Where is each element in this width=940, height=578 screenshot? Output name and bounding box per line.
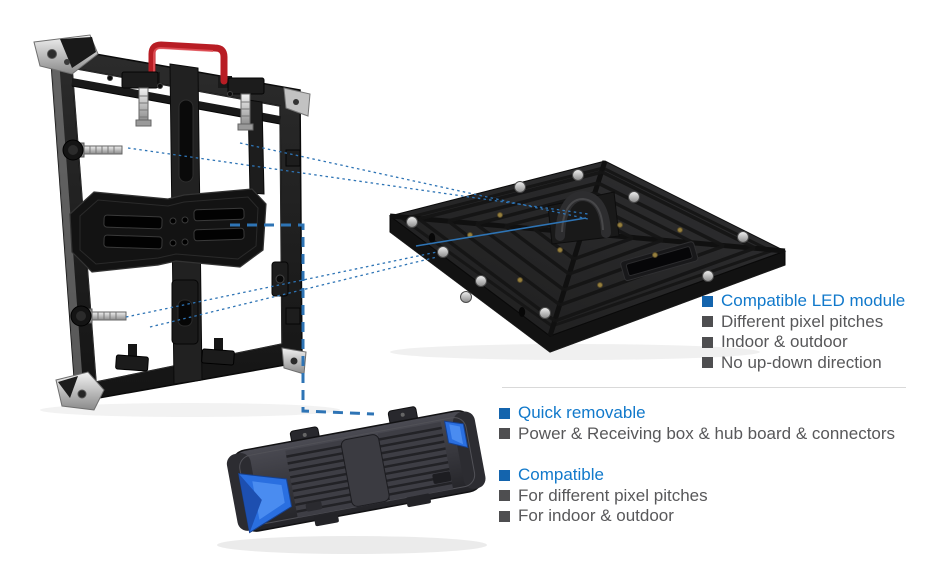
callout-quick-removable: Quick removable Power & Receiving box & … <box>499 403 895 444</box>
feature-item: Different pixel pitches <box>702 312 905 333</box>
panel-screws <box>406 169 749 319</box>
feature-item-label: For indoor & outdoor <box>518 506 674 526</box>
feature-item: Power & Receiving box & hub board & conn… <box>499 424 895 445</box>
frame-hub-plate <box>69 188 267 273</box>
corner-castings <box>33 34 311 411</box>
bullet-square-icon <box>499 407 510 419</box>
led-module-illustration <box>388 160 787 360</box>
bullet-square-icon <box>702 336 713 348</box>
dashed-connector-to-box <box>230 223 375 416</box>
feature-item-label: No up-down direction <box>721 352 882 372</box>
feature-item-label: Different pixel pitches <box>721 311 884 331</box>
bullet-square-icon <box>499 490 510 502</box>
bullet-square-icon <box>702 295 713 307</box>
panel-handle <box>555 190 611 241</box>
bullet-square-icon <box>702 316 713 328</box>
feature-item: No up-down direction <box>702 353 905 374</box>
leader-lines <box>125 142 589 416</box>
feature-heading: Compatible <box>499 465 708 486</box>
dotted-leader-top-b <box>239 142 589 220</box>
feature-heading-label: Compatible LED module <box>721 291 906 311</box>
panel-connector <box>620 241 699 282</box>
feature-item-label: For different pixel pitches <box>518 485 708 505</box>
bullet-square-icon <box>499 428 510 440</box>
feature-item-label: Power & Receiving box & hub board & conn… <box>518 423 896 443</box>
callout-led-module: Compatible LED module Different pixel pi… <box>702 291 905 373</box>
thumbscrews <box>62 139 127 327</box>
feature-item: Indoor & outdoor <box>702 332 905 353</box>
feature-heading: Quick removable <box>499 403 895 424</box>
hanging-pins <box>121 71 265 131</box>
feature-heading: Compatible LED module <box>702 291 905 312</box>
solid-leader-to-handle <box>415 217 587 247</box>
box-blue-latches <box>238 420 469 534</box>
bullet-square-icon <box>499 469 510 481</box>
bottom-clamps <box>107 75 301 372</box>
box-ribs <box>286 426 453 513</box>
power-box-illustration <box>217 406 487 554</box>
dotted-leader-bottom-a <box>125 251 438 318</box>
feature-heading-label: Compatible <box>518 465 604 485</box>
bullet-square-icon <box>499 510 510 522</box>
cabinet-frame-illustration <box>33 34 340 417</box>
feature-item: For different pixel pitches <box>499 486 708 507</box>
bullet-square-icon <box>702 357 713 369</box>
callout-compatible: Compatible For different pixel pitches F… <box>499 465 708 527</box>
feature-item: For indoor & outdoor <box>499 506 708 527</box>
section-divider <box>502 387 906 388</box>
feature-heading-label: Quick removable <box>518 403 646 423</box>
dotted-leader-bottom-b <box>149 256 438 328</box>
feature-item-label: Indoor & outdoor <box>721 332 848 352</box>
